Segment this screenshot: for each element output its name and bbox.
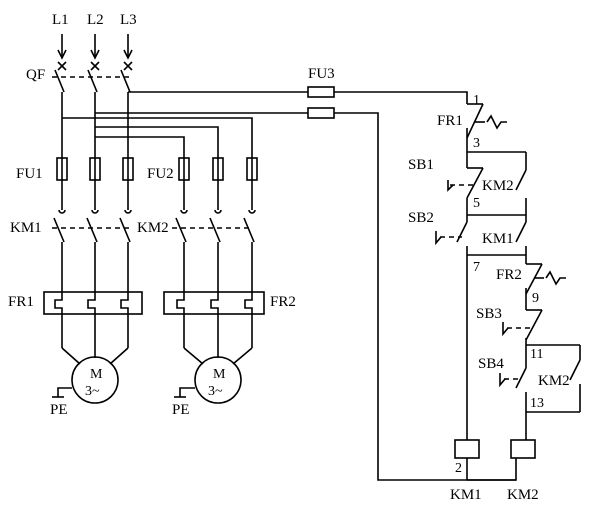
coil-km1: 2 KM1 xyxy=(450,439,482,503)
label-km2-power: KM2 xyxy=(137,220,169,236)
node-5: 5 xyxy=(473,196,480,211)
node-7: 7 xyxy=(473,260,480,275)
label-l2: L2 xyxy=(87,12,104,28)
label-sb4: SB4 xyxy=(478,356,504,372)
label-fu3: FU3 xyxy=(308,66,335,82)
label-pe-2: PE xyxy=(172,402,190,418)
label-km1-ctrl-aux: KM1 xyxy=(482,231,514,247)
label-km2-ctrl-aux2: KM2 xyxy=(538,373,570,389)
motor-1: M 3~ PE xyxy=(50,314,129,418)
km2-leg: FR2 9 SB3 11 SB4 KM2 xyxy=(476,255,581,440)
node-9: 9 xyxy=(532,291,539,306)
node-13: 13 xyxy=(530,396,544,411)
node-2: 2 xyxy=(455,461,462,476)
contactor-km2-main: KM2 xyxy=(137,209,256,295)
node-11: 11 xyxy=(530,347,543,362)
motor-1-m: M xyxy=(90,367,103,382)
node-1: 1 xyxy=(473,93,480,108)
label-km2-ctrl-aux: KM2 xyxy=(482,178,514,194)
fuses-fu2: FU2 xyxy=(147,157,258,210)
label-pe-1: PE xyxy=(50,402,68,418)
label-fr2-power: FR2 xyxy=(270,294,296,310)
label-coil-km2: KM2 xyxy=(507,487,539,503)
label-qf: QF xyxy=(26,67,45,83)
motor-2: M 3~ PE xyxy=(172,314,253,418)
power-circuit: L1 L2 L3 QF xyxy=(8,12,308,418)
label-fr1-power: FR1 xyxy=(8,294,34,310)
motor-2-phase: 3~ xyxy=(208,384,223,399)
fuses-fu3: FU3 xyxy=(307,66,517,481)
label-fu2: FU2 xyxy=(147,166,174,182)
fr1-nc-contact: 1 FR1 3 xyxy=(437,93,507,152)
label-l1: L1 xyxy=(52,12,69,28)
sb1-km2-branch: SB1 KM2 5 xyxy=(408,151,527,216)
label-sb1: SB1 xyxy=(408,157,434,173)
power-bus xyxy=(61,91,308,158)
label-sb3: SB3 xyxy=(476,306,502,322)
node-3: 3 xyxy=(473,136,480,151)
label-sb2: SB2 xyxy=(408,210,434,226)
label-l3: L3 xyxy=(120,12,137,28)
coil-km2: KM2 xyxy=(507,439,539,503)
control-circuit: FU3 1 FR1 3 SB1 KM2 xyxy=(307,66,581,503)
contactor-km1-main: KM1 xyxy=(10,209,132,295)
label-coil-km1: KM1 xyxy=(450,487,482,503)
label-fu1: FU1 xyxy=(16,166,43,182)
thermal-relay-fr1: FR1 xyxy=(8,291,143,315)
motor-1-phase: 3~ xyxy=(85,384,100,399)
incoming-lines xyxy=(57,34,133,60)
motor-2-m: M xyxy=(213,367,226,382)
label-km1-power: KM1 xyxy=(10,220,42,236)
breaker-qf: QF xyxy=(26,61,133,93)
thermal-relay-fr2: FR2 xyxy=(163,291,296,315)
label-fr2-ctrl: FR2 xyxy=(496,267,522,283)
sb2-km1-branch: SB2 KM1 7 xyxy=(408,210,527,440)
label-fr1-ctrl: FR1 xyxy=(437,113,463,129)
fuses-fu1: FU1 xyxy=(16,157,134,210)
